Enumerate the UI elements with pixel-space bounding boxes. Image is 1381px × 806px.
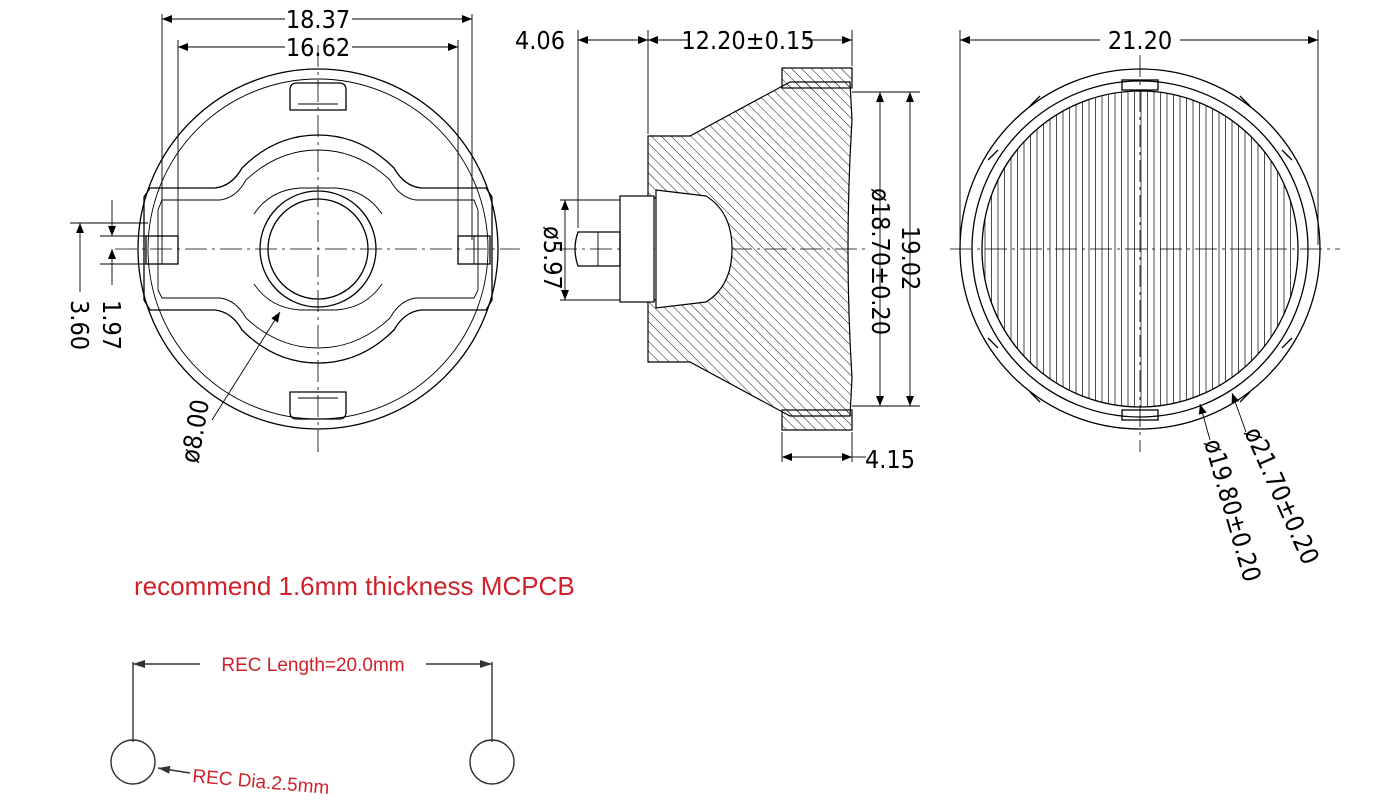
rec-hole-left — [110, 739, 156, 785]
front-outer-width-label: 18.37 — [286, 5, 350, 34]
side-collar — [619, 195, 655, 303]
front-hub-outer — [259, 190, 377, 308]
rear-bottom-notch — [1121, 409, 1159, 421]
rear-width-label: 21.20 — [1108, 26, 1172, 55]
front-bottom-clip — [289, 391, 347, 420]
side-section-hatch — [647, 81, 853, 417]
side-lens-cavity — [655, 189, 733, 309]
rear-top-notch — [1121, 79, 1159, 91]
front-view: 18.37 16.62 1.97 3.60 ø8.00 — [65, 5, 520, 465]
front-top-clip — [289, 82, 347, 111]
rec-length-label: REC Length=20.0mm — [221, 655, 404, 676]
front-inner-width-label: 16.62 — [286, 33, 350, 62]
notes: recommend 1.6mm thickness MCPCB REC Leng… — [110, 571, 575, 799]
front-hub-hole — [267, 198, 369, 300]
side-stem-diameter-label: ø5.97 — [538, 226, 567, 290]
front-hole-diameter-label: ø8.00 — [175, 397, 215, 465]
side-stem-length-label: 4.06 — [515, 26, 565, 55]
side-lens-diameter-label: ø18.70±0.20 — [866, 188, 895, 335]
rear-view: 21.20 ø19.80±0.20 ø21.70±0.20 — [950, 26, 1340, 585]
front-small-offset-label: 1.97 — [97, 300, 126, 350]
side-view: 4.06 12.20±0.15 ø5.97 ø18.70±0.20 19.02 … — [515, 26, 925, 474]
rec-dia-label: REC Dia.2.5mm — [192, 766, 331, 799]
rear-lens-ribs — [984, 91, 1291, 407]
side-body-length-label: 12.20±0.15 — [681, 26, 814, 55]
mcpcb-recommendation: recommend 1.6mm thickness MCPCB — [134, 571, 575, 601]
front-outer-circle — [137, 68, 499, 430]
side-stem — [574, 231, 621, 267]
front-body-inner-outline — [157, 149, 479, 349]
side-flange-thickness-label: 4.15 — [865, 445, 915, 474]
side-top-flange — [781, 67, 853, 89]
rec-hole-right — [469, 739, 515, 785]
side-height-label: 19.02 — [896, 226, 925, 290]
front-offset-label: 3.60 — [65, 300, 94, 350]
front-body-outline — [143, 134, 493, 364]
side-bottom-flange — [781, 409, 853, 431]
